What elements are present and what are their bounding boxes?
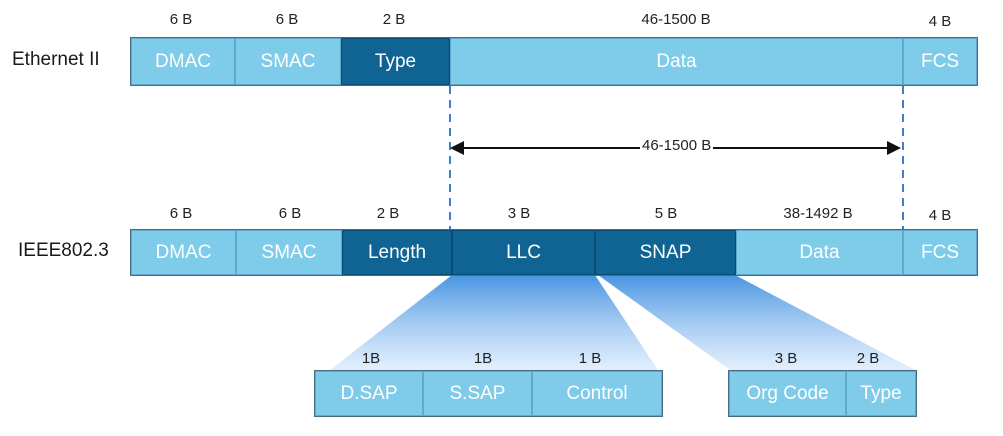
ethernet2-fcs-size: 4 B [928, 13, 952, 30]
snap-type-size: 2 B [856, 350, 880, 367]
ethernet2-type-size: 2 B [382, 11, 406, 28]
llc-detail-frame [314, 370, 663, 417]
ieee8023-fcs-size: 4 B [928, 207, 952, 224]
llc-dsap-size: 1B [361, 350, 381, 367]
llc-expansion-fan [330, 275, 658, 370]
ieee8023-snap-field: SNAP [595, 230, 736, 275]
ethernet2-data-size: 46-1500 B [641, 11, 711, 28]
ieee8023-snap-size: 5 B [654, 205, 678, 222]
snap-orgcode-size: 3 B [774, 350, 798, 367]
ethernet2-type-field: Type [341, 38, 450, 85]
ieee8023-dmac-field: DMAC [131, 230, 236, 275]
llc-ssap-field: S.SAP [423, 371, 532, 416]
ieee8023-frame [130, 229, 978, 276]
llc-control-field: Control [532, 371, 662, 416]
ieee8023-length-size: 2 B [376, 205, 400, 222]
ieee8023-llc-size: 3 B [507, 205, 531, 222]
ethernet2-dmac-size: 6 B [169, 11, 193, 28]
ieee8023-data-size: 38-1492 B [783, 205, 853, 222]
ieee8023-llc-field: LLC [452, 230, 595, 275]
ieee8023-smac-size: 6 B [278, 205, 302, 222]
ethernet2-label: Ethernet II [12, 49, 100, 70]
ieee8023-length-field: Length [342, 230, 452, 275]
ieee8023-data-field: Data [736, 230, 903, 275]
span-arrow-label: 46-1500 B [640, 137, 714, 154]
ieee8023-fcs-field: FCS [903, 230, 977, 275]
ethernet2-smac-field: SMAC [235, 38, 341, 85]
ieee8023-label: IEEE802.3 [18, 240, 109, 261]
snap-detail-frame [728, 370, 917, 417]
llc-dsap-field: D.SAP [315, 371, 423, 416]
snap-orgcode-field: Org Code [729, 371, 846, 416]
llc-control-size: 1 B [578, 350, 602, 367]
snap-expansion-fan [598, 275, 915, 370]
ethernet2-frame [130, 37, 978, 86]
snap-type-field: Type [846, 371, 916, 416]
ethernet2-data-field: Data [450, 38, 903, 85]
ethernet2-smac-size: 6 B [275, 11, 299, 28]
ethernet2-dmac-field: DMAC [131, 38, 235, 85]
llc-ssap-size: 1B [473, 350, 493, 367]
ieee8023-smac-field: SMAC [236, 230, 342, 275]
ethernet2-fcs-field: FCS [903, 38, 977, 85]
ieee8023-dmac-size: 6 B [169, 205, 193, 222]
